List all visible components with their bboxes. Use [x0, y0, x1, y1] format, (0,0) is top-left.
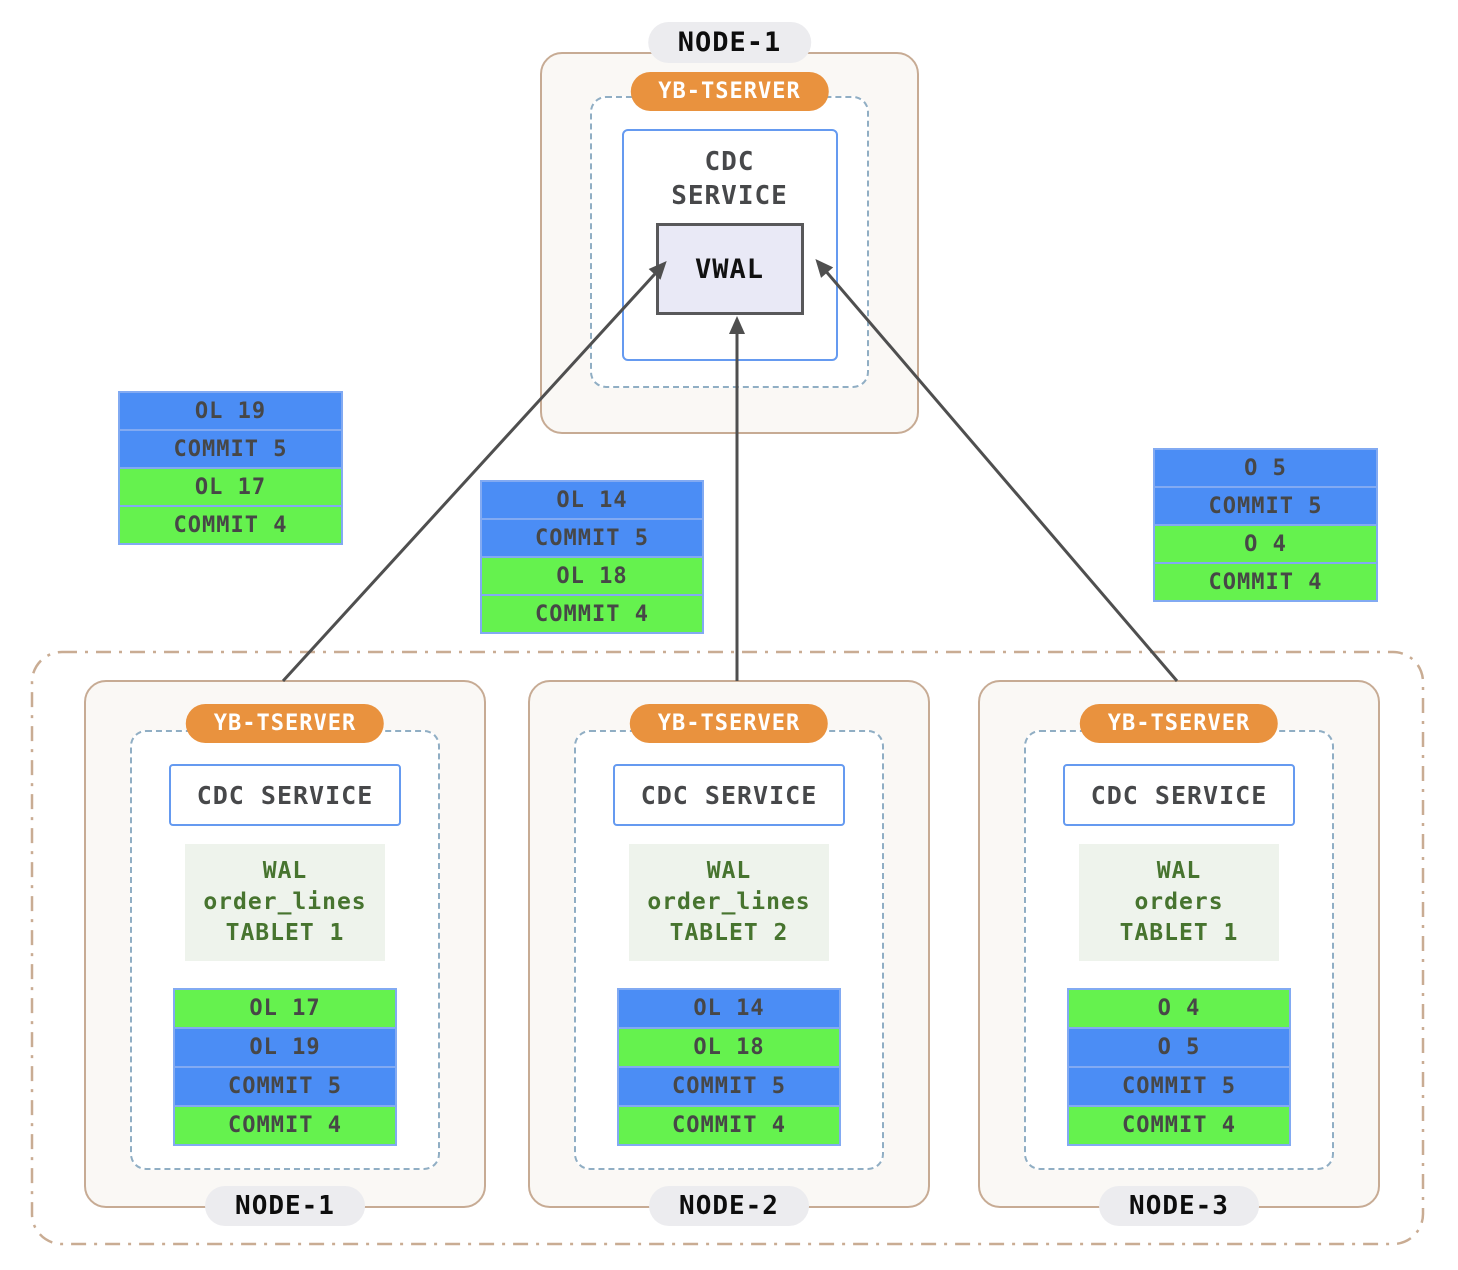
wal-record-row: OL 19 — [118, 391, 343, 431]
wal-record-row: COMMIT 4 — [118, 505, 343, 545]
wal-record-row: COMMIT 5 — [1067, 1066, 1291, 1107]
top-yb-tserver-badge: YB-TSERVER — [630, 72, 829, 111]
wal-record-row: COMMIT 4 — [1153, 562, 1378, 602]
floating-stack-center: OL 14 COMMIT 5 OL 18 COMMIT 4 — [480, 480, 704, 634]
wal-record-row: O 5 — [1153, 448, 1378, 488]
yb-tserver-badge: YB-TSERVER — [629, 704, 829, 743]
top-tserver-dashed-box: CDC SERVICE VWAL — [590, 96, 869, 388]
wal-tablet-box: WAL order_lines TABLET 2 — [629, 844, 829, 961]
wal-record-row: COMMIT 4 — [173, 1105, 397, 1146]
wal-tablet-box: WAL orders TABLET 1 — [1079, 844, 1279, 961]
wal-table-name: order_lines — [647, 889, 811, 915]
cdc-service-title-line2: SERVICE — [671, 181, 788, 211]
wal-record-row: COMMIT 5 — [617, 1066, 841, 1107]
yb-tserver-badge: YB-TSERVER — [1079, 704, 1279, 743]
vwal-box: VWAL — [655, 223, 804, 315]
wal-record-row: COMMIT 5 — [173, 1066, 397, 1107]
wal-record-row: O 4 — [1153, 524, 1378, 564]
wal-record-row: OL 17 — [173, 988, 397, 1029]
wal-record-row: OL 14 — [617, 988, 841, 1029]
wal-record-stack: OL 17 OL 19 COMMIT 5 COMMIT 4 — [173, 988, 397, 1146]
wal-table-name: orders — [1134, 889, 1224, 915]
tserver-dashed-box: CDC SERVICE WAL orders TABLET 1 O 4 O 5 … — [1024, 730, 1334, 1170]
wal-record-row: COMMIT 4 — [480, 594, 704, 634]
wal-tablet-box: WAL order_lines TABLET 1 — [185, 844, 385, 961]
wal-tablet-name: TABLET 2 — [669, 920, 789, 946]
top-node-label: NODE-1 — [647, 22, 812, 63]
wal-record-stack: OL 14 OL 18 COMMIT 5 COMMIT 4 — [617, 988, 841, 1146]
cdc-service-box: CDC SERVICE — [1063, 764, 1295, 826]
wal-record-row: OL 18 — [480, 556, 704, 596]
tserver-dashed-box: CDC SERVICE WAL order_lines TABLET 1 OL … — [130, 730, 440, 1170]
cluster-node-1-label: NODE-1 — [205, 1186, 365, 1226]
wal-record-row: COMMIT 5 — [480, 518, 704, 558]
cluster-node-3: YB-TSERVER CDC SERVICE WAL orders TABLET… — [978, 680, 1380, 1226]
wal-label: WAL — [262, 858, 308, 884]
wal-record-row: OL 17 — [118, 467, 343, 507]
wal-label: WAL — [706, 858, 752, 884]
cluster-node-2: YB-TSERVER CDC SERVICE WAL order_lines T… — [528, 680, 930, 1226]
wal-record-row: COMMIT 4 — [617, 1105, 841, 1146]
wal-record-row: O 4 — [1067, 988, 1291, 1029]
wal-tablet-name: TABLET 1 — [1119, 920, 1239, 946]
top-node-box: NODE-1 YB-TSERVER CDC SERVICE VWAL — [540, 22, 919, 434]
wal-table-name: order_lines — [203, 889, 367, 915]
cluster-node-3-label: NODE-3 — [1099, 1186, 1259, 1226]
wal-record-stack: O 4 O 5 COMMIT 5 COMMIT 4 — [1067, 988, 1291, 1146]
wal-record-row: OL 14 — [480, 480, 704, 520]
cdc-service-title-line1: CDC — [704, 147, 755, 177]
cluster-node-1: YB-TSERVER CDC SERVICE WAL order_lines T… — [84, 680, 486, 1226]
cluster-dash-dot-border — [30, 650, 1425, 1246]
wal-record-row: COMMIT 5 — [118, 429, 343, 469]
cluster-container: YB-TSERVER CDC SERVICE WAL order_lines T… — [30, 650, 1425, 1246]
tserver-dashed-box: CDC SERVICE WAL order_lines TABLET 2 OL … — [574, 730, 884, 1170]
wal-record-row: OL 18 — [617, 1027, 841, 1068]
cdc-service-box: CDC SERVICE — [613, 764, 845, 826]
top-cdc-service-box: CDC SERVICE VWAL — [621, 129, 838, 361]
wal-record-row: OL 19 — [173, 1027, 397, 1068]
cluster-node-2-label: NODE-2 — [649, 1186, 809, 1226]
cdc-service-box: CDC SERVICE — [169, 764, 401, 826]
floating-stack-right: O 5 COMMIT 5 O 4 COMMIT 4 — [1153, 448, 1378, 602]
wal-tablet-name: TABLET 1 — [225, 920, 345, 946]
wal-record-row: COMMIT 5 — [1153, 486, 1378, 526]
wal-record-row: O 5 — [1067, 1027, 1291, 1068]
floating-stack-left: OL 19 COMMIT 5 OL 17 COMMIT 4 — [118, 391, 343, 545]
yb-tserver-badge: YB-TSERVER — [185, 704, 385, 743]
wal-record-row: COMMIT 4 — [1067, 1105, 1291, 1146]
wal-label: WAL — [1156, 858, 1202, 884]
